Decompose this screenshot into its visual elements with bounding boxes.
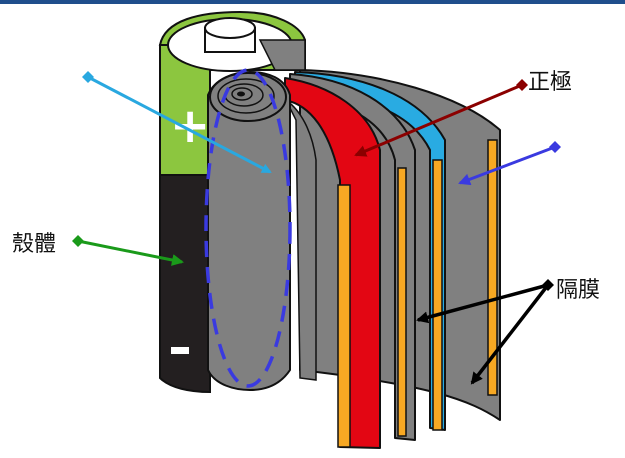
arrow-light-blue-tail — [82, 71, 94, 83]
plus-symbol: + — [170, 98, 210, 154]
casing-black-section — [159, 174, 211, 394]
inner-electrode-sheet — [285, 99, 317, 381]
casing-top-gray-band — [258, 39, 306, 71]
label-casing: 殼體 — [12, 232, 57, 257]
arrow-blue — [458, 145, 556, 186]
jelly-roll-core — [237, 91, 245, 97]
current-collector-strip-2 — [397, 167, 407, 437]
jelly-roll-spiral-3 — [231, 87, 253, 101]
top-border-bar — [0, 0, 625, 4]
dashed-highlight-outline — [204, 68, 292, 388]
arrow-casing — [77, 239, 184, 266]
arrow-separator-tail — [542, 279, 554, 291]
arrow-light-blue — [87, 75, 272, 174]
arrow-blue-tail — [549, 141, 561, 153]
label-positive-electrode: 正極 — [528, 70, 573, 95]
current-collector-strip-1 — [337, 184, 351, 448]
cathode-sheet-red — [284, 77, 381, 449]
current-collector-strip-4 — [487, 139, 498, 396]
arrow-positive — [354, 83, 523, 157]
arrow-casing-tail — [72, 235, 84, 247]
label-separator: 隔膜 — [556, 278, 601, 303]
positive-terminal-cap — [204, 17, 256, 39]
current-collector-strip-3 — [432, 159, 443, 431]
arrow-separator-2 — [470, 283, 550, 385]
arrow-positive-tail — [516, 79, 528, 91]
minus-symbol — [171, 347, 189, 354]
arrow-separator-1 — [416, 283, 549, 324]
jelly-roll-spiral-1 — [217, 78, 275, 114]
